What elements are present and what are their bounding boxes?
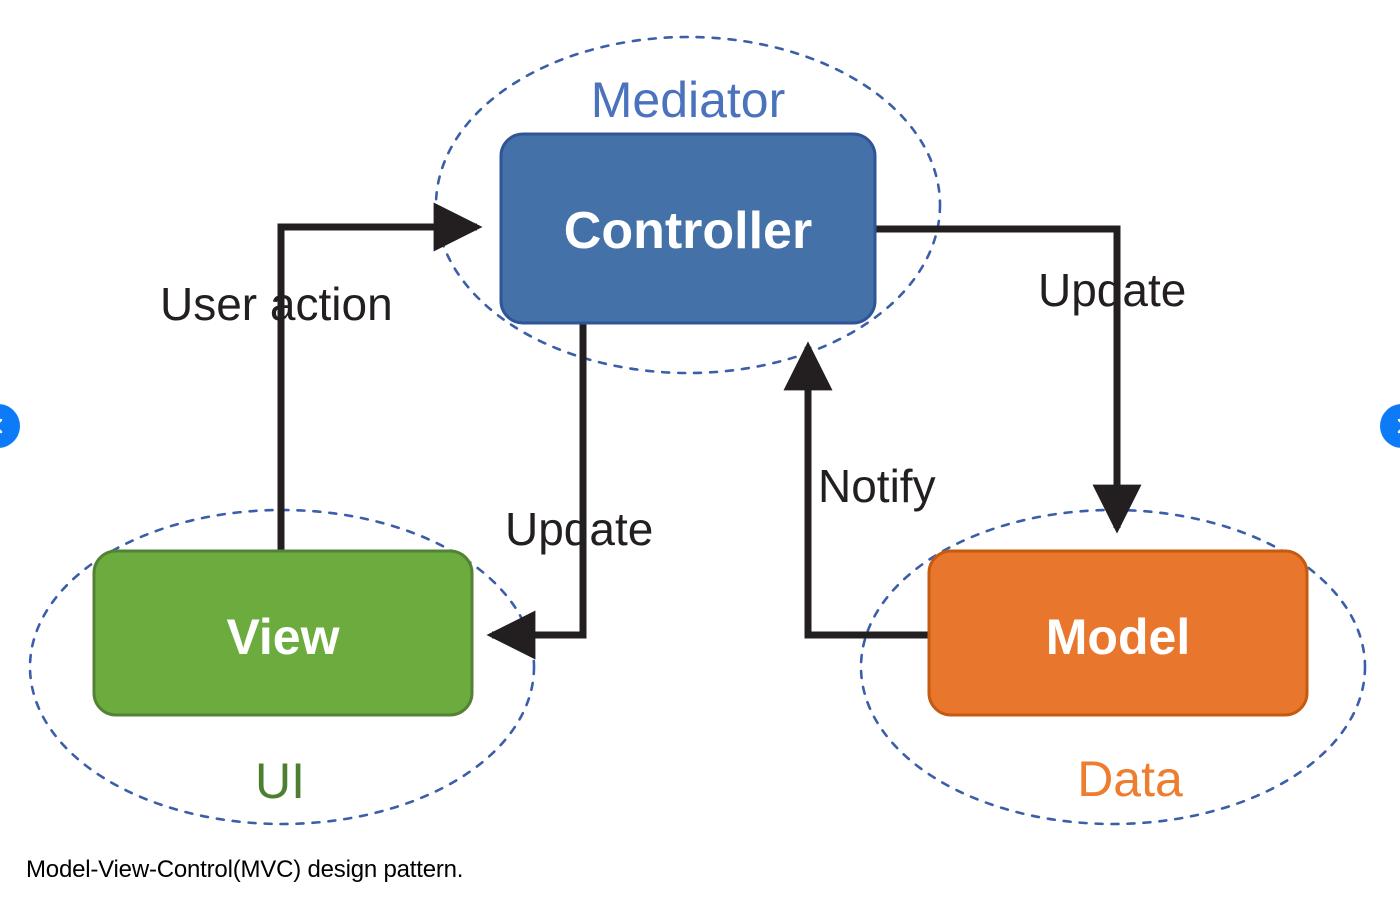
carousel-prev-button[interactable] [0,404,20,448]
edge-label-update-view: Update [505,503,653,555]
node-label-model: Model [1046,609,1190,665]
chevron-right-icon [1393,417,1400,435]
group-label-data: Data [1077,751,1183,807]
node-box-model[interactable] [927,549,1309,717]
node-label-view: View [226,609,339,665]
edge-notify-line [783,341,928,639]
figure-caption: Model-View-Control(MVC) design pattern. [26,856,464,883]
chevron-left-icon [0,417,7,435]
edge-user-action-line [277,202,483,552]
node-label-controller: Controller [564,202,812,260]
group-label-mediator: Mediator [591,72,786,128]
edge-update-view-line [486,323,587,660]
node-box-view[interactable] [92,549,474,717]
group-ellipse-mediator [434,35,942,375]
edge-label-update-model: Update [1038,264,1186,316]
edge-label-user-action: User action [160,278,393,330]
group-label-ui: UI [255,753,305,809]
edge-update-model-line [875,225,1142,534]
carousel-next-button[interactable] [1380,404,1400,448]
node-box-controller[interactable] [499,132,877,325]
edge-label-notify: Notify [818,460,936,512]
